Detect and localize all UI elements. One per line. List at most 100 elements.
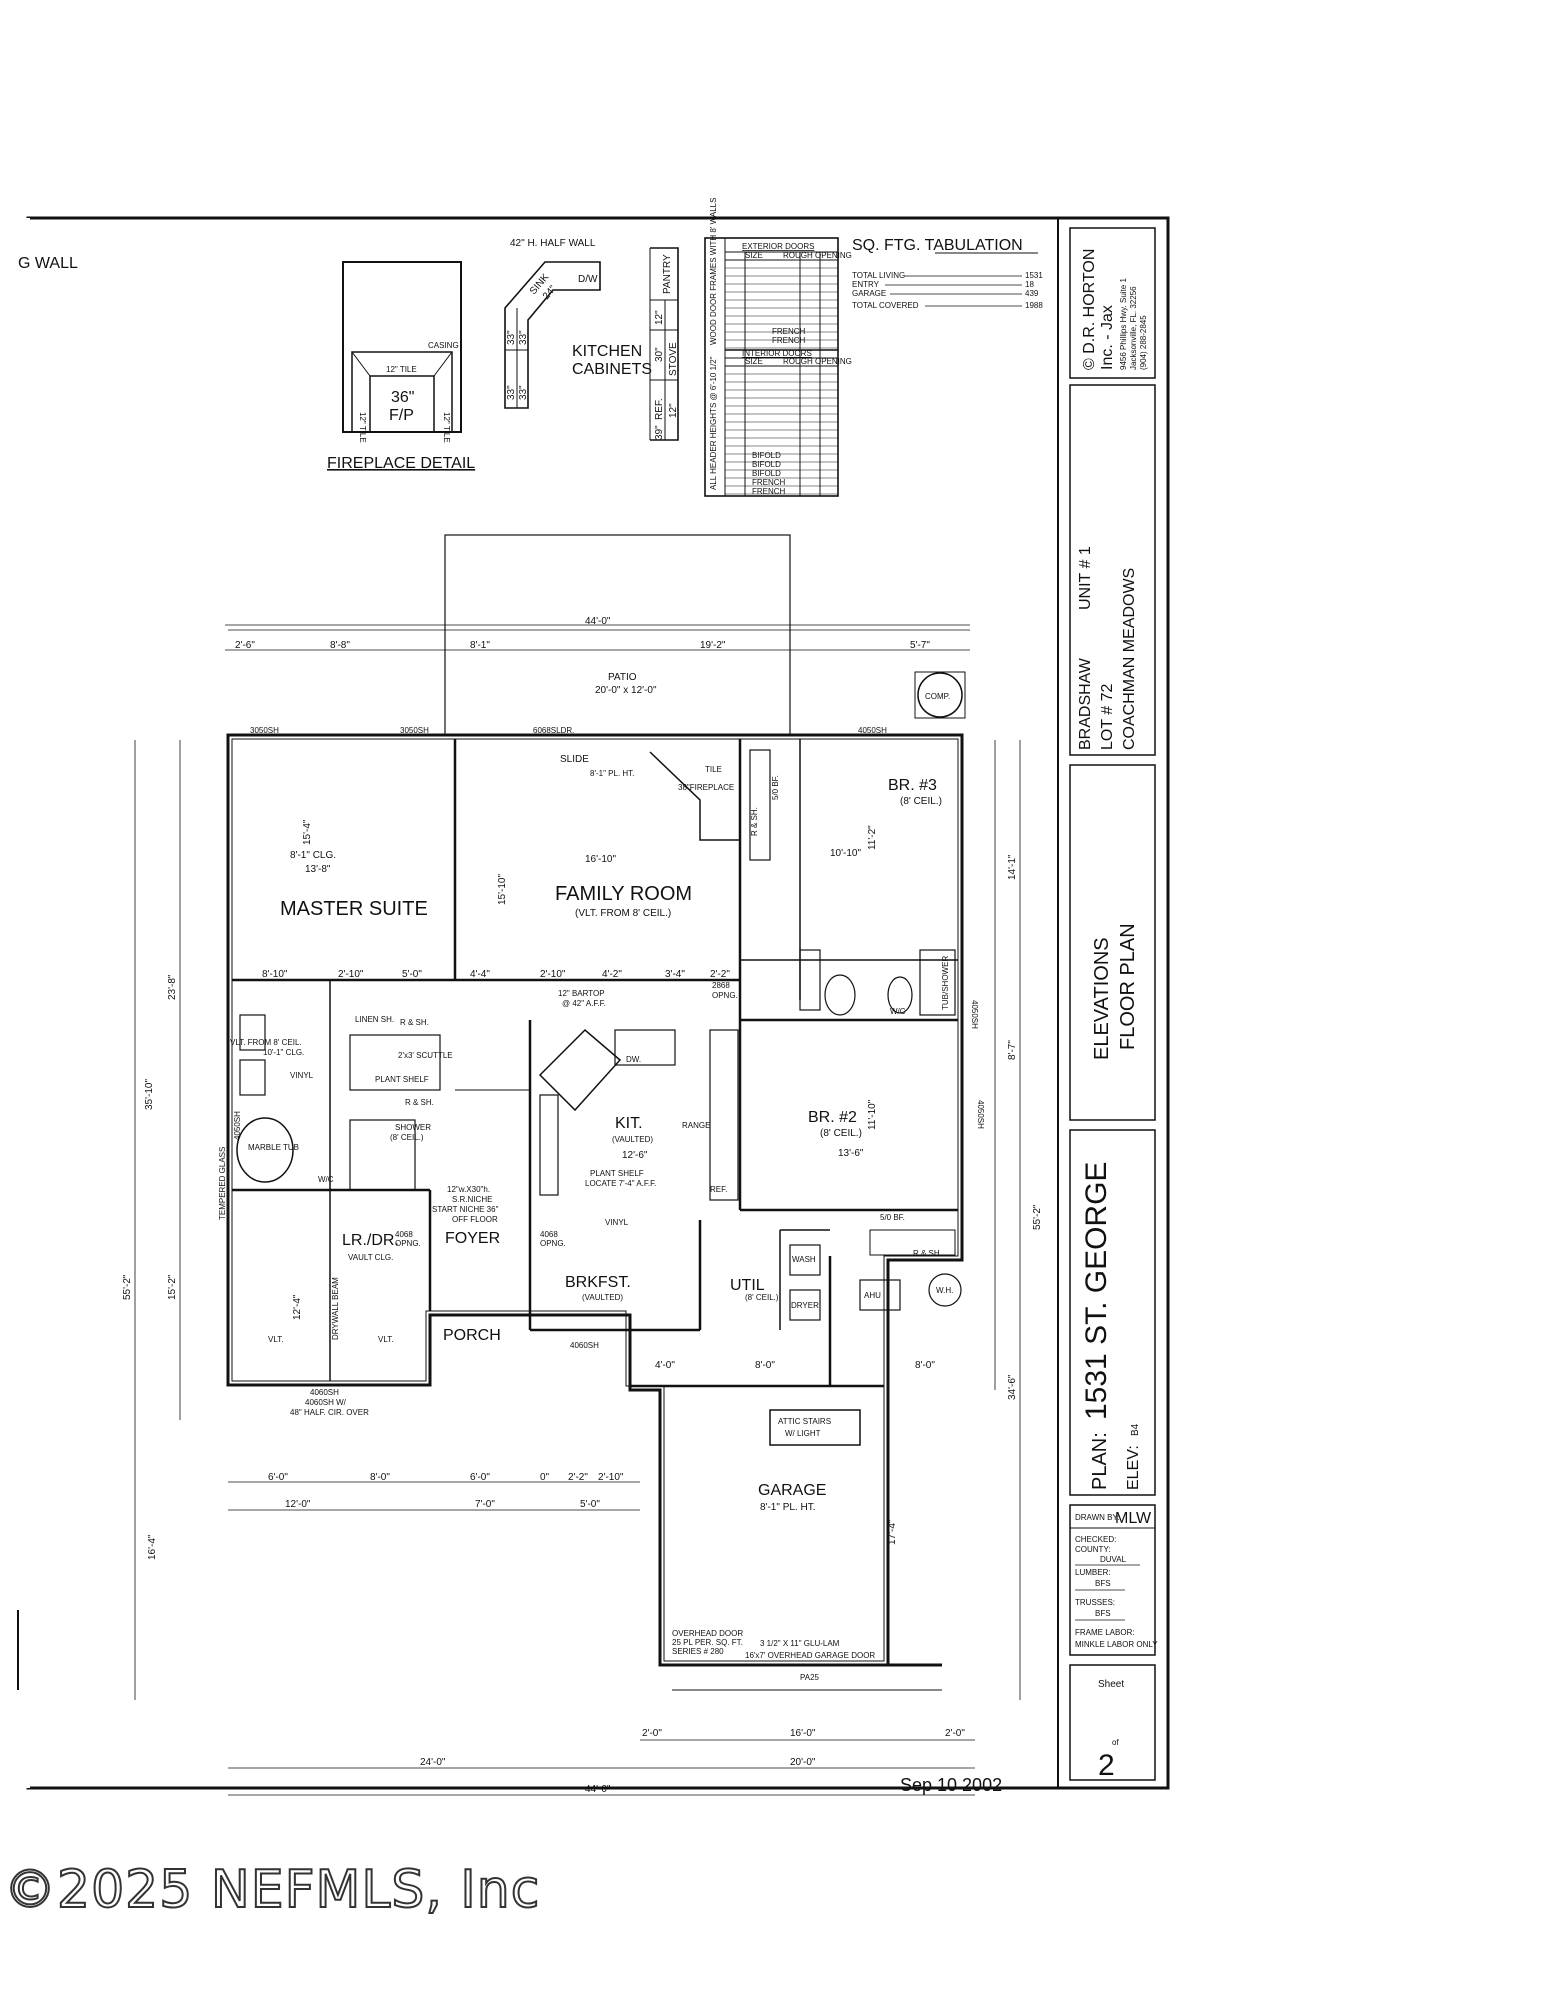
linen-label: LINEN SH. (355, 1015, 394, 1024)
dimension-labels: 44'-0" 2'-6" 8'-8" 8'-1" 19'-2" 5'-7" 8'… (122, 616, 1043, 1795)
dim-bot1-5: 2'-2" (568, 1472, 588, 1483)
vlt-right: VLT. (378, 1335, 393, 1344)
ref-label: REF. (654, 398, 665, 420)
ceil-10-1: 10'-1" CLG. (263, 1048, 304, 1057)
opng-2868: 2868 (712, 981, 730, 990)
fireplace-38-label: 38"FIREPLACE (678, 783, 734, 792)
garage-label: GARAGE (758, 1482, 826, 1499)
ahu-label: AHU (864, 1291, 881, 1300)
client-name: BRADSHAW (1077, 657, 1094, 750)
overhead-door-1: OVERHEAD DOOR (672, 1629, 743, 1638)
bartop-label: 12" BARTOP (558, 989, 605, 998)
vinyl-bath: VINYL (290, 1071, 314, 1080)
dim-mid-4: 4'-4" (470, 969, 490, 980)
company-name-2: Inc. - Jax (1099, 305, 1116, 370)
dim-bot3-2: 16'-0" (790, 1728, 816, 1739)
pantry-label: PANTRY (662, 254, 673, 294)
wc-bath2: W/C (890, 1007, 906, 1016)
ext-col-size: SIZE (745, 251, 763, 260)
opng-4068-b: 4068 (540, 1230, 558, 1239)
tub-shower-label: TUB/SHOWER (941, 956, 950, 1010)
dim-room-family-h: 15'-10" (497, 874, 508, 905)
door-schedule: EXTERIOR DOORS SIZE ROUGH OPENING INTERI… (704, 198, 852, 497)
r-sh-2: R & SH. (405, 1098, 434, 1107)
dim-bot4-2: 20'-0" (790, 1757, 816, 1768)
br3-label: BR. #3 (888, 777, 937, 794)
bifold-br2: 5/0 BF. (880, 1213, 905, 1222)
opng-label-c: OPNG. (712, 991, 738, 1000)
window-half-circle: 48" HALF. CIR. OVER (290, 1408, 369, 1417)
dim-left-1: 23'-8" (167, 974, 178, 1000)
dim-right-2: 8'-7" (1007, 1040, 1018, 1060)
sqft-total-label: TOTAL COVERED (852, 301, 919, 310)
sheet-desc-elevations: ELEVATIONS (1091, 937, 1113, 1060)
dim-garage-2: 8'-0" (755, 1360, 775, 1371)
dim-room-master-w: 13'-8" (305, 864, 331, 875)
wh-label: W.H. (936, 1286, 953, 1295)
fp-size: 36" (391, 389, 414, 406)
dim-room-kit-w: 12'-6" (622, 1150, 648, 1161)
dw-label: D/W (578, 274, 598, 285)
sheet-number: 2 (1098, 1749, 1115, 1782)
dim-right-3: 55'-2" (1032, 1204, 1043, 1230)
scuttle-label: 2'x3' SCUTTLE (398, 1051, 453, 1060)
r-sh-1: R & SH. (400, 1018, 429, 1027)
floor-plan (17, 534, 1021, 1796)
subdivision-name: COACHMAN MEADOWS (1121, 568, 1138, 750)
window-4050sh-1: 4050SH (858, 726, 887, 735)
sqft-entry-value: 18 (1025, 280, 1034, 289)
window-4060sh-2: 4060SH (310, 1388, 339, 1397)
int-col-size: SIZE (745, 357, 763, 366)
dim-garage-1: 4'-0" (655, 1360, 675, 1371)
dim-mid-6: 4'-2" (602, 969, 622, 980)
dim-top-5: 5'-7" (910, 640, 930, 651)
frame-labor-label: FRAME LABOR: (1075, 1628, 1135, 1637)
window-3050sh-2: 3050SH (400, 726, 429, 735)
interior-doors-title: INTERIOR DOORS (742, 349, 812, 358)
dim-left-5: 16'-4" (147, 1534, 158, 1560)
wash-label: WASH (792, 1255, 816, 1264)
overhead-door-2: 25 PL PER. SQ. FT. (672, 1638, 743, 1647)
company-address-1: 9456 Phillips Hwy. Suite 1 (1119, 278, 1128, 370)
brkfst-label: BRKFST. (565, 1274, 631, 1291)
trusses-label: TRUSSES: (1075, 1598, 1115, 1607)
range-label: RANGE (682, 1121, 710, 1130)
plant-shelf-kit: PLANT SHELF (590, 1169, 644, 1178)
bifold-br3: 5/0 BF. (771, 775, 780, 800)
window-labels: 3050SH 3050SH 6068SLDR. 4050SH 4050SH 40… (233, 726, 985, 1397)
patio-label: PATIO (608, 672, 637, 683)
fp-tile-left: 12" TILE (358, 412, 367, 443)
county-label: COUNTY: (1075, 1545, 1111, 1554)
half-wall-label: 42" H. HALF WALL (510, 238, 596, 249)
door-type-2: FRENCH (772, 336, 806, 345)
dim-room-br3-w: 10'-10" (830, 848, 861, 859)
company-name: © D.R. HORTON (1081, 249, 1098, 370)
company-phone: (904) 288-2845 (1139, 315, 1148, 370)
lrdr-clg: VAULT CLG. (348, 1253, 393, 1262)
overhead-door-3: SERIES # 280 (672, 1647, 724, 1656)
dim-garage-3: 8'-0" (915, 1360, 935, 1371)
drawing-date: Sep 10 2002 (900, 1775, 1002, 1795)
attic-stairs-2: W/ LIGHT (785, 1429, 821, 1438)
bartop-height: @ 42" A.F.F. (562, 999, 606, 1008)
vinyl-kit: VINYL (605, 1218, 629, 1227)
family-room-label: FAMILY ROOM (555, 883, 692, 905)
cab-30: 30" (654, 347, 665, 362)
fireplace-detail: CASING 12" TILE 12" TILE 12" TILE 36" F/… (327, 261, 475, 472)
glulam-2: 16'x7' OVERHEAD GARAGE DOOR (745, 1651, 875, 1660)
slide-label: SLIDE (560, 754, 589, 765)
dim-right-4: 34'-6" (1007, 1374, 1018, 1400)
cab-33-b: 33" (518, 330, 529, 345)
ref-label-plan: REF. (710, 1185, 727, 1194)
shower-label: SHOWER (395, 1123, 431, 1132)
sq-ftg-tabulation: SQ. FTG. TABULATION TOTAL LIVING 1531 EN… (852, 237, 1043, 310)
dim-bot1-4: 0" (540, 1472, 550, 1483)
sqft-total-value: 1988 (1025, 301, 1043, 310)
dim-mid-5: 2'-10" (540, 969, 566, 980)
lumber-label: LUMBER: (1075, 1568, 1111, 1577)
family-clg: (VLT. FROM 8' CEIL.) (575, 908, 671, 919)
br2-label: BR. #2 (808, 1109, 857, 1126)
door-type-5: BIFOLD (752, 469, 781, 478)
comp-label: COMP. (925, 692, 950, 701)
dim-bot1-3: 6'-0" (470, 1472, 490, 1483)
